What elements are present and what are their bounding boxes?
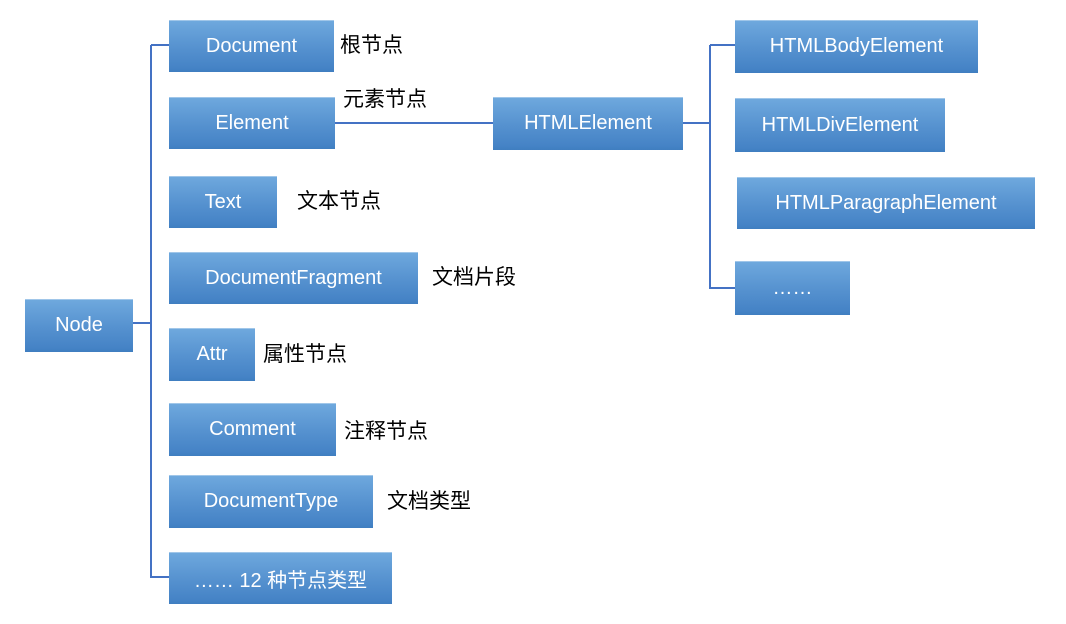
comment-box: Comment	[169, 403, 336, 456]
document-type-box-label: DocumentType	[203, 490, 339, 512]
more-node-types-box: …… 12 种节点类型	[169, 552, 392, 604]
comment-box-label: Comment	[209, 418, 296, 440]
attr-box-label: Attr	[196, 343, 228, 365]
element-box-label: Element	[215, 111, 289, 134]
stub-to-document-line	[151, 44, 169, 46]
text-box-label: Text	[204, 190, 242, 213]
html-paragraph-element-box-label: HTMLParagraphElement	[775, 191, 997, 214]
html-div-element-box-label: HTMLDivElement	[761, 113, 919, 136]
more-html-elements-box: ……	[735, 261, 850, 315]
document-note: 根节点	[340, 34, 403, 57]
document-type-box: DocumentType	[169, 475, 373, 528]
right-trunk-line	[709, 45, 711, 289]
document-box: Document	[169, 20, 334, 72]
html-div-element-box: HTMLDivElement	[735, 98, 945, 152]
attr-note: 属性节点	[263, 343, 347, 366]
document-box-label: Document	[205, 34, 298, 57]
stub-to-more-types-line	[151, 576, 169, 578]
html-element-box: HTMLElement	[493, 97, 683, 150]
node-box: Node	[25, 299, 133, 352]
document-type-note: 文档类型	[387, 490, 471, 513]
text-note: 文本节点	[297, 190, 381, 213]
text-box: Text	[169, 176, 277, 228]
element-to-htmlelement-line	[335, 122, 493, 124]
html-body-element-box: HTMLBodyElement	[735, 20, 978, 73]
element-note: 元素节点	[343, 88, 427, 111]
more-node-types-box-label: …… 12 种节点类型	[193, 569, 368, 592]
stub-to-more-elements-line	[710, 287, 735, 289]
attr-box: Attr	[169, 328, 255, 381]
node-box-label: Node	[55, 314, 103, 336]
more-html-elements-box-label: ……	[772, 276, 813, 299]
document-fragment-box-label: DocumentFragment	[205, 266, 382, 289]
comment-note: 注释节点	[344, 420, 428, 443]
left-trunk-line	[150, 45, 152, 578]
element-box: Element	[169, 97, 335, 149]
html-element-box-label: HTMLElement	[524, 112, 652, 134]
stub-to-body-element-line	[710, 44, 735, 46]
html-body-element-box-label: HTMLBodyElement	[769, 35, 944, 57]
htmlelement-stub-line	[683, 122, 710, 124]
document-fragment-note: 文档片段	[432, 266, 516, 289]
document-fragment-box: DocumentFragment	[169, 252, 418, 304]
html-paragraph-element-box: HTMLParagraphElement	[737, 177, 1035, 229]
node-stub-line	[133, 322, 152, 324]
